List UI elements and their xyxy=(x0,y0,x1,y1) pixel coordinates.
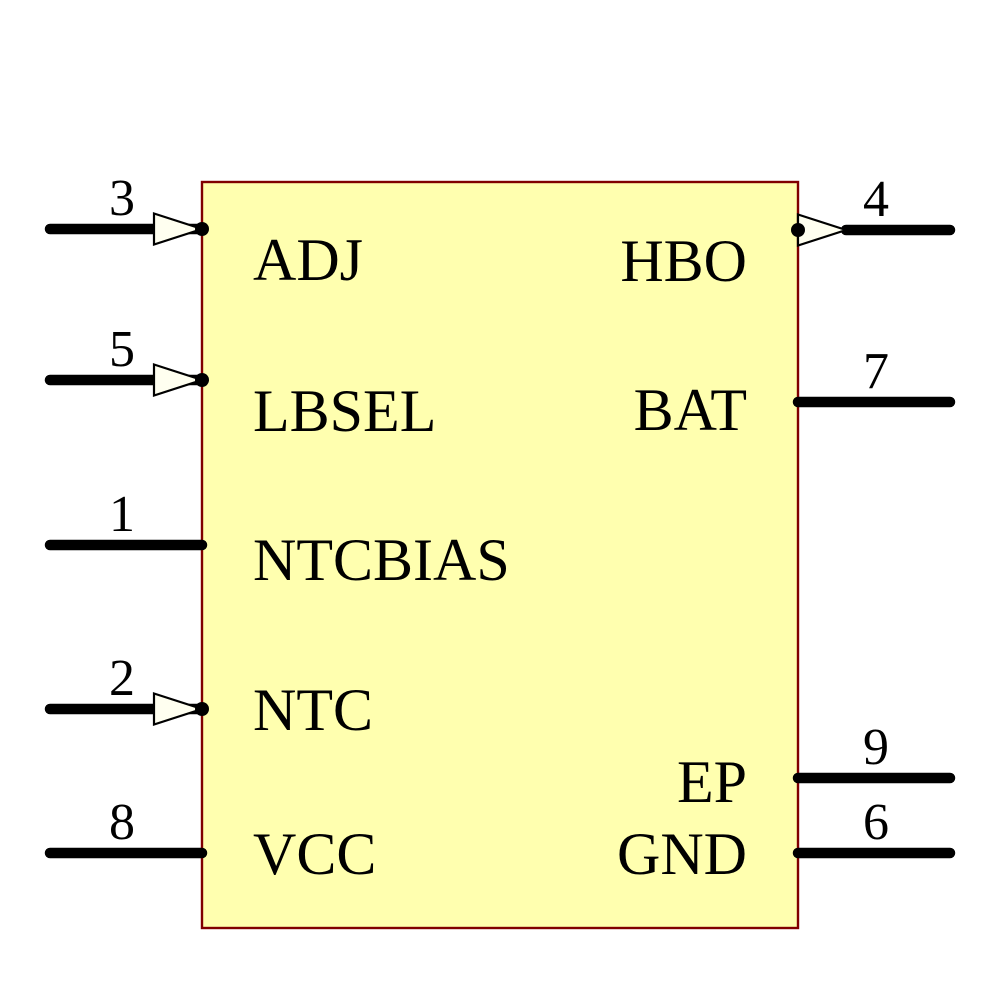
pin-9-ep[interactable]: 9 xyxy=(792,719,956,784)
port-label-ntc: NTC xyxy=(253,677,373,743)
pin-number-1: 1 xyxy=(109,486,135,543)
pin-1-ntcbias[interactable]: 1 xyxy=(44,486,208,551)
pin-number-5: 5 xyxy=(109,321,135,378)
port-label-ep: EP xyxy=(677,749,747,815)
pin-number-3: 3 xyxy=(109,170,135,227)
pin-number-6: 6 xyxy=(863,794,889,851)
pin-number-4: 4 xyxy=(863,171,889,228)
port-label-lbsel: LBSEL xyxy=(253,378,436,444)
port-label-ntcbias: NTCBIAS xyxy=(253,527,510,593)
pin-3-adj[interactable]: 3 xyxy=(44,170,209,247)
pin-direction-arrow-icon-4 xyxy=(796,212,850,248)
pin-number-2: 2 xyxy=(109,650,135,707)
port-label-adj: ADJ xyxy=(253,227,363,293)
pin-6-gnd[interactable]: 6 xyxy=(792,794,956,859)
port-label-bat: BAT xyxy=(634,377,747,443)
pin-5-lbsel[interactable]: 5 xyxy=(44,321,209,398)
pin-junction-dot-3 xyxy=(195,222,209,236)
pin-junction-dot-2 xyxy=(195,702,209,716)
pin-2-ntc[interactable]: 2 xyxy=(44,650,209,727)
pin-junction-dot-4 xyxy=(791,223,805,237)
pin-direction-arrow-icon-3 xyxy=(152,211,206,247)
pin-number-9: 9 xyxy=(863,719,889,776)
pin-number-8: 8 xyxy=(109,794,135,851)
ic-body-rectangle xyxy=(200,180,800,930)
pin-number-7: 7 xyxy=(863,343,889,400)
pin-7-bat[interactable]: 7 xyxy=(792,343,956,408)
port-label-gnd: GND xyxy=(617,821,747,887)
pin-direction-arrow-icon-5 xyxy=(152,362,206,398)
pin-8-vcc[interactable]: 8 xyxy=(44,794,208,859)
pin-4-hbo[interactable]: 4 xyxy=(791,171,956,248)
pin-direction-arrow-icon-2 xyxy=(152,691,206,727)
pin-junction-dot-5 xyxy=(195,373,209,387)
port-label-vcc: VCC xyxy=(253,821,376,887)
port-label-hbo: HBO xyxy=(620,228,747,294)
